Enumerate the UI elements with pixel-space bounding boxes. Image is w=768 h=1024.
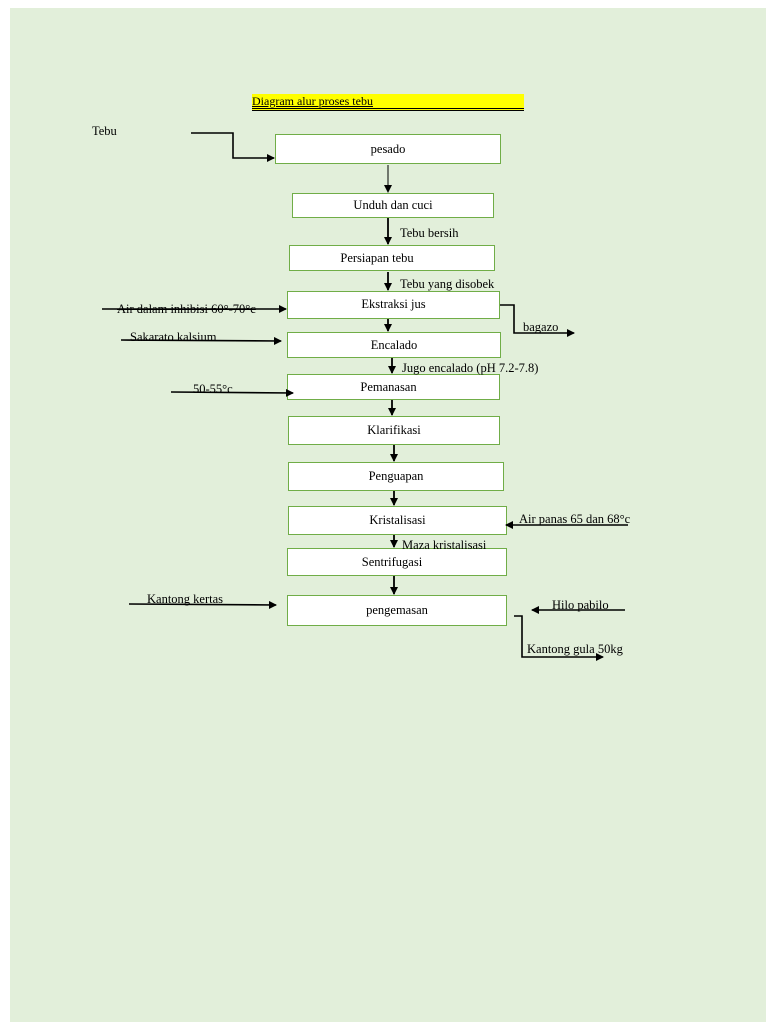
step-persiapan-tebu: Persiapan tebu bbox=[289, 245, 495, 271]
step-pesado: pesado bbox=[275, 134, 501, 164]
label-air-panas: Air panas 65 dan 68°c bbox=[519, 512, 631, 526]
step-pengemasan: pengemasan bbox=[287, 595, 507, 626]
label-tebu-disobek: Tebu yang disobek bbox=[400, 277, 495, 291]
label-bagazo: bagazo bbox=[523, 320, 559, 334]
arrow-suhu bbox=[170, 388, 294, 397]
label-air-inhibisi: Air dalam inhibisi 60°-70°c bbox=[117, 302, 256, 316]
arrow-tebu-input bbox=[191, 132, 275, 162]
arrow-bagazo-output bbox=[500, 304, 575, 337]
label-tebu: Tebu bbox=[92, 124, 117, 138]
label-jugo-encalado: Jugo encalado (pH 7.2-7.8) bbox=[402, 361, 539, 375]
step-penguapan: Penguapan bbox=[288, 462, 504, 491]
label-kantong-kertas: Kantong kertas bbox=[147, 592, 224, 606]
step-ekstraksi-jus: Ekstraksi jus bbox=[287, 291, 500, 319]
step-sentrifugasi: Sentrifugasi bbox=[287, 548, 507, 576]
label-sakarato: Sakarato kalsium bbox=[130, 330, 217, 344]
arrow-sakarato bbox=[120, 336, 282, 345]
label-kantong-gula: Kantong gula 50kg bbox=[527, 642, 623, 656]
step-kristalisasi: Kristalisasi bbox=[288, 506, 507, 535]
step-encalado: Encalado bbox=[287, 332, 501, 358]
arrow-kantong-kertas bbox=[128, 600, 277, 609]
arrow-kantong-gula-output bbox=[514, 615, 604, 661]
step-unduh-dan-cuci: Unduh dan cuci bbox=[292, 193, 494, 218]
label-suhu: 50-55°c bbox=[193, 382, 233, 396]
label-tebu-bersih: Tebu bersih bbox=[400, 226, 459, 240]
label-maza-kristalisasi: Maza kristalisasi bbox=[402, 538, 487, 552]
diagram-title: Diagram alur proses tebu bbox=[252, 94, 524, 111]
label-hilo: Hilo pabilo bbox=[552, 598, 609, 612]
step-pemanasan: Pemanasan bbox=[287, 374, 500, 400]
step-klarifikasi: Klarifikasi bbox=[288, 416, 500, 445]
